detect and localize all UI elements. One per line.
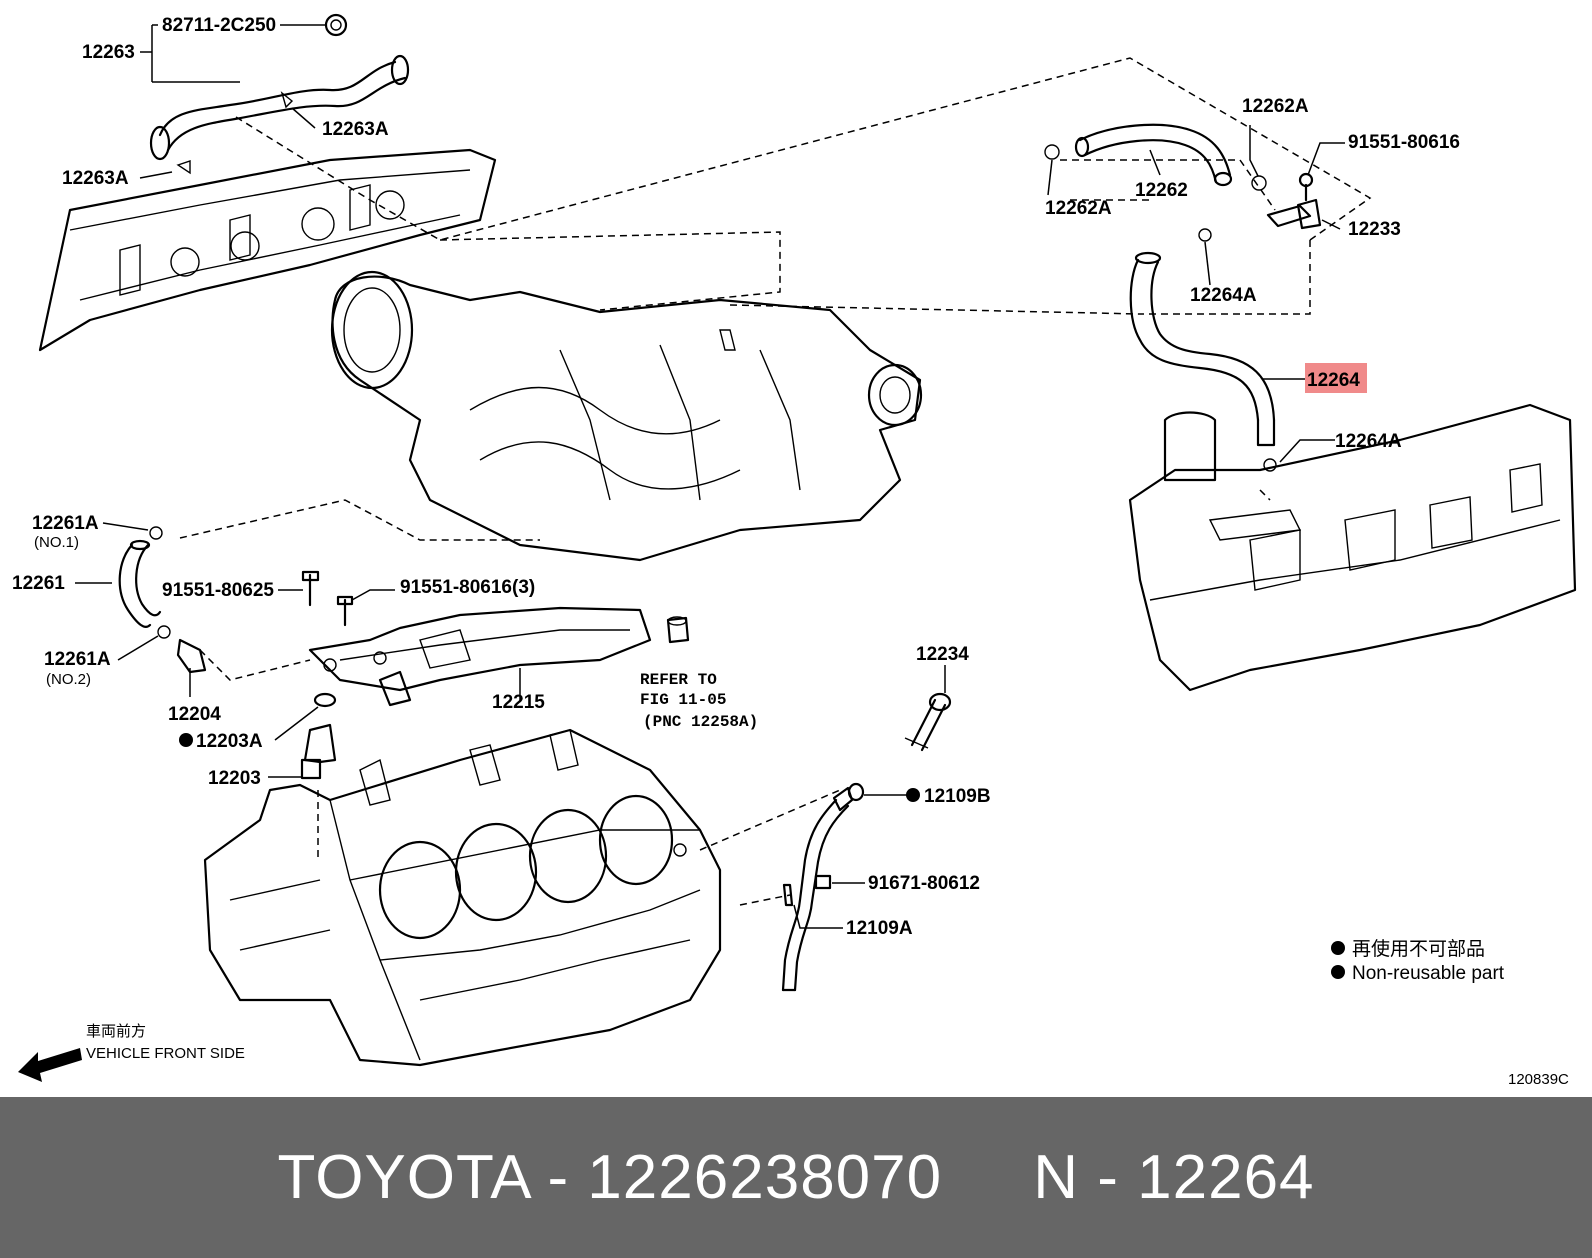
refer-line-1: REFER TO — [640, 671, 717, 689]
legend-dot-jp — [1331, 941, 1345, 955]
parts-diagram: 82711-2C250 12263 12263A 12263A 12262A 9… — [12, 13, 1577, 1088]
label-12264A-lower: 12264A — [1335, 431, 1402, 452]
non-reusable-dot-12109B — [906, 788, 920, 802]
label-12264: 12264 — [1307, 370, 1360, 391]
legend-dot-en — [1331, 965, 1345, 979]
label-12261A-no1: 12261A — [32, 513, 99, 534]
refer-line-3: (PNC 12258A) — [643, 713, 758, 731]
label-12109A: 12109A — [846, 918, 913, 939]
hose-12261 — [118, 526, 207, 674]
valve-cover-right — [1128, 403, 1577, 692]
label-91551-80616: 91551-80616 — [1348, 132, 1460, 153]
figure-code: 120839C — [1508, 1071, 1569, 1088]
hose-12263 — [149, 13, 410, 175]
intake-manifold — [330, 270, 923, 562]
label-12264A-upper: 12264A — [1190, 285, 1257, 306]
label-12203A: 12203A — [196, 731, 263, 752]
label-12261A-no2-sub: (NO.2) — [46, 671, 91, 688]
refer-line-2: FIG 11-05 — [640, 691, 726, 709]
label-12203: 12203 — [208, 768, 261, 789]
label-12262A-right: 12262A — [1242, 96, 1309, 117]
engine-block — [203, 728, 722, 1067]
front-label-en: VEHICLE FRONT SIDE — [86, 1045, 245, 1062]
leader-lines — [75, 24, 1345, 929]
callout-labels: 82711-2C250 12263 12263A 12263A 12262A 9… — [12, 15, 1460, 939]
label-91551-80616-3: 91551-80616(3) — [400, 577, 535, 598]
valve-cover-left — [38, 148, 497, 352]
footer-part-number: TOYOTA - 1226238070 N - 12264 — [277, 1143, 1315, 1212]
legend-jp: 再使用不可部品 — [1352, 938, 1485, 960]
label-12215: 12215 — [492, 692, 545, 713]
hose-12264-highlighted — [1129, 251, 1277, 472]
label-12261A-no1-sub: (NO.1) — [34, 534, 79, 551]
vehicle-front-indicator: 車両前方 VEHICLE FRONT SIDE — [18, 1023, 245, 1082]
label-12263A-lower: 12263A — [62, 168, 129, 189]
highlight-box-12264 — [1305, 363, 1367, 393]
label-12262A-left: 12262A — [1045, 198, 1112, 219]
label-12262: 12262 — [1135, 180, 1188, 201]
cover-12215 — [301, 570, 690, 707]
pcv-valve-12233 — [1198, 172, 1322, 242]
label-12204: 12204 — [168, 704, 221, 725]
dashed-connection-lines — [179, 57, 1372, 906]
legend-en: Non-reusable part — [1352, 963, 1505, 984]
label-12261A-no2: 12261A — [44, 649, 111, 670]
dipstick-tube — [781, 692, 952, 992]
label-12233: 12233 — [1348, 219, 1401, 240]
arrow-left-icon — [18, 1048, 82, 1082]
footer-bar: TOYOTA - 1226238070 N - 12264 — [0, 1097, 1592, 1258]
label-12261: 12261 — [12, 573, 65, 594]
label-82711-2C250: 82711-2C250 — [162, 15, 276, 36]
label-91671-80612: 91671-80612 — [868, 873, 980, 894]
hose-12262 — [1044, 123, 1267, 191]
label-12263: 12263 — [82, 42, 135, 63]
label-12109B: 12109B — [924, 786, 991, 807]
label-12263A-upper: 12263A — [322, 119, 389, 140]
label-12234: 12234 — [916, 644, 969, 665]
label-91551-80625: 91551-80625 — [162, 580, 274, 601]
non-reusable-dot-12203A — [179, 733, 193, 747]
legend: 再使用不可部品 Non-reusable part — [1331, 938, 1505, 984]
fitting-12203 — [300, 692, 337, 780]
front-label-jp: 車両前方 — [86, 1023, 146, 1040]
